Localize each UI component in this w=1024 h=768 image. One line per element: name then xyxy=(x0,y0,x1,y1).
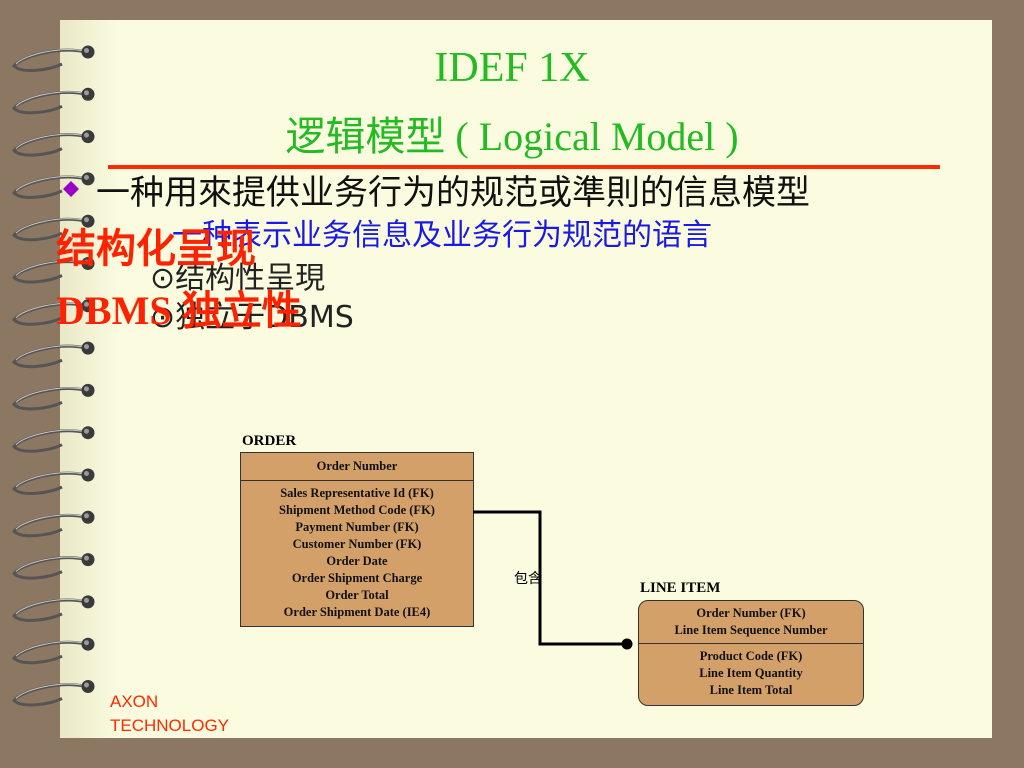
order-entity-label: ORDER xyxy=(242,433,297,449)
list-item-text: 结构性呈現 xyxy=(175,261,326,296)
spiral-ring-icon xyxy=(11,172,95,199)
entity-attribute: Customer Number (FK) xyxy=(292,537,422,551)
order-entity: Order Number Sales Representative Id (FK… xyxy=(240,452,474,627)
entity-attributes: Product Code (FK) Line Item Quantity Lin… xyxy=(639,644,863,699)
overlay-caption-structure: 结构化呈现 xyxy=(56,226,256,272)
entity-attributes: Sales Representative Id (FK) Shipment Me… xyxy=(241,481,473,621)
diamond-bullet-icon xyxy=(63,181,79,197)
entity-key: Order Number (FK) xyxy=(696,606,806,620)
slide-subtitle: 逻辑模型 ( Logical Model ) xyxy=(285,114,739,159)
line-item-entity: Order Number (FK) Line Item Sequence Num… xyxy=(638,600,864,706)
entity-attribute: Payment Number (FK) xyxy=(295,520,419,534)
entity-key-section: Order Number (FK) Line Item Sequence Num… xyxy=(639,601,863,644)
entity-key: Line Item Sequence Number xyxy=(674,623,828,637)
entity-attribute: Shipment Method Code (FK) xyxy=(279,503,435,517)
sub-bullet: 一种表示业务信息及业务行为规范的语言 xyxy=(172,218,712,253)
list-item-text: 独立于DBMS xyxy=(175,300,354,335)
entity-attribute: Order Shipment Date (IE4) xyxy=(283,605,431,619)
entity-attribute: Line Item Total xyxy=(709,683,793,697)
entity-attribute: Product Code (FK) xyxy=(699,649,803,663)
list-item: ⊙结构性呈現 xyxy=(150,253,325,297)
overlay-caption-dbms: DBMS 独立性 xyxy=(56,288,302,333)
spiral-ring-icon xyxy=(11,130,95,157)
relationship-label: 包含 xyxy=(514,571,542,587)
spiral-ring-icon xyxy=(11,214,95,242)
slide-title: IDEF 1X xyxy=(434,45,590,91)
spiral-ring-icon xyxy=(11,680,95,707)
spiral-ring-icon xyxy=(11,426,95,453)
entity-attribute: Order Total xyxy=(325,588,389,602)
spiral-ring-icon xyxy=(11,595,95,622)
spiral-ring-icon xyxy=(11,87,95,115)
spiral-ring-icon xyxy=(11,553,95,580)
spiral-ring-icon xyxy=(11,341,95,369)
entity-key: Order Number xyxy=(316,459,398,473)
spiral-ring-icon xyxy=(11,257,95,284)
entity-attribute: Sales Representative Id (FK) xyxy=(280,486,434,500)
spiral-ring-icon xyxy=(11,468,95,495)
spiral-ring-icon xyxy=(11,510,95,538)
footer-line: AXON xyxy=(110,692,159,711)
footer-line: TECHNOLOGY xyxy=(110,716,230,735)
entity-key-section: Order Number xyxy=(241,453,473,481)
spiral-ring-icon xyxy=(11,45,95,72)
spiral-binding xyxy=(11,45,95,707)
spiral-ring-icon xyxy=(11,637,95,665)
title-underline xyxy=(108,165,940,169)
spiral-ring-icon xyxy=(11,299,95,326)
entity-attribute: Order Date xyxy=(326,554,388,568)
list-item: ⊙独立于DBMS xyxy=(150,292,354,336)
spiral-ring-icon xyxy=(11,383,95,411)
entity-attribute: Order Shipment Charge xyxy=(291,571,423,585)
company-footer: AXON TECHNOLOGY xyxy=(110,690,229,738)
main-bullet: 一种用來提供业务行为的规范或準則的信息模型 xyxy=(96,173,810,213)
line-item-entity-label: LINE ITEM xyxy=(640,580,721,596)
circle-dot-icon: ⊙ xyxy=(150,261,176,296)
circle-dot-icon: ⊙ xyxy=(150,300,176,335)
entity-attribute: Line Item Quantity xyxy=(699,666,803,680)
